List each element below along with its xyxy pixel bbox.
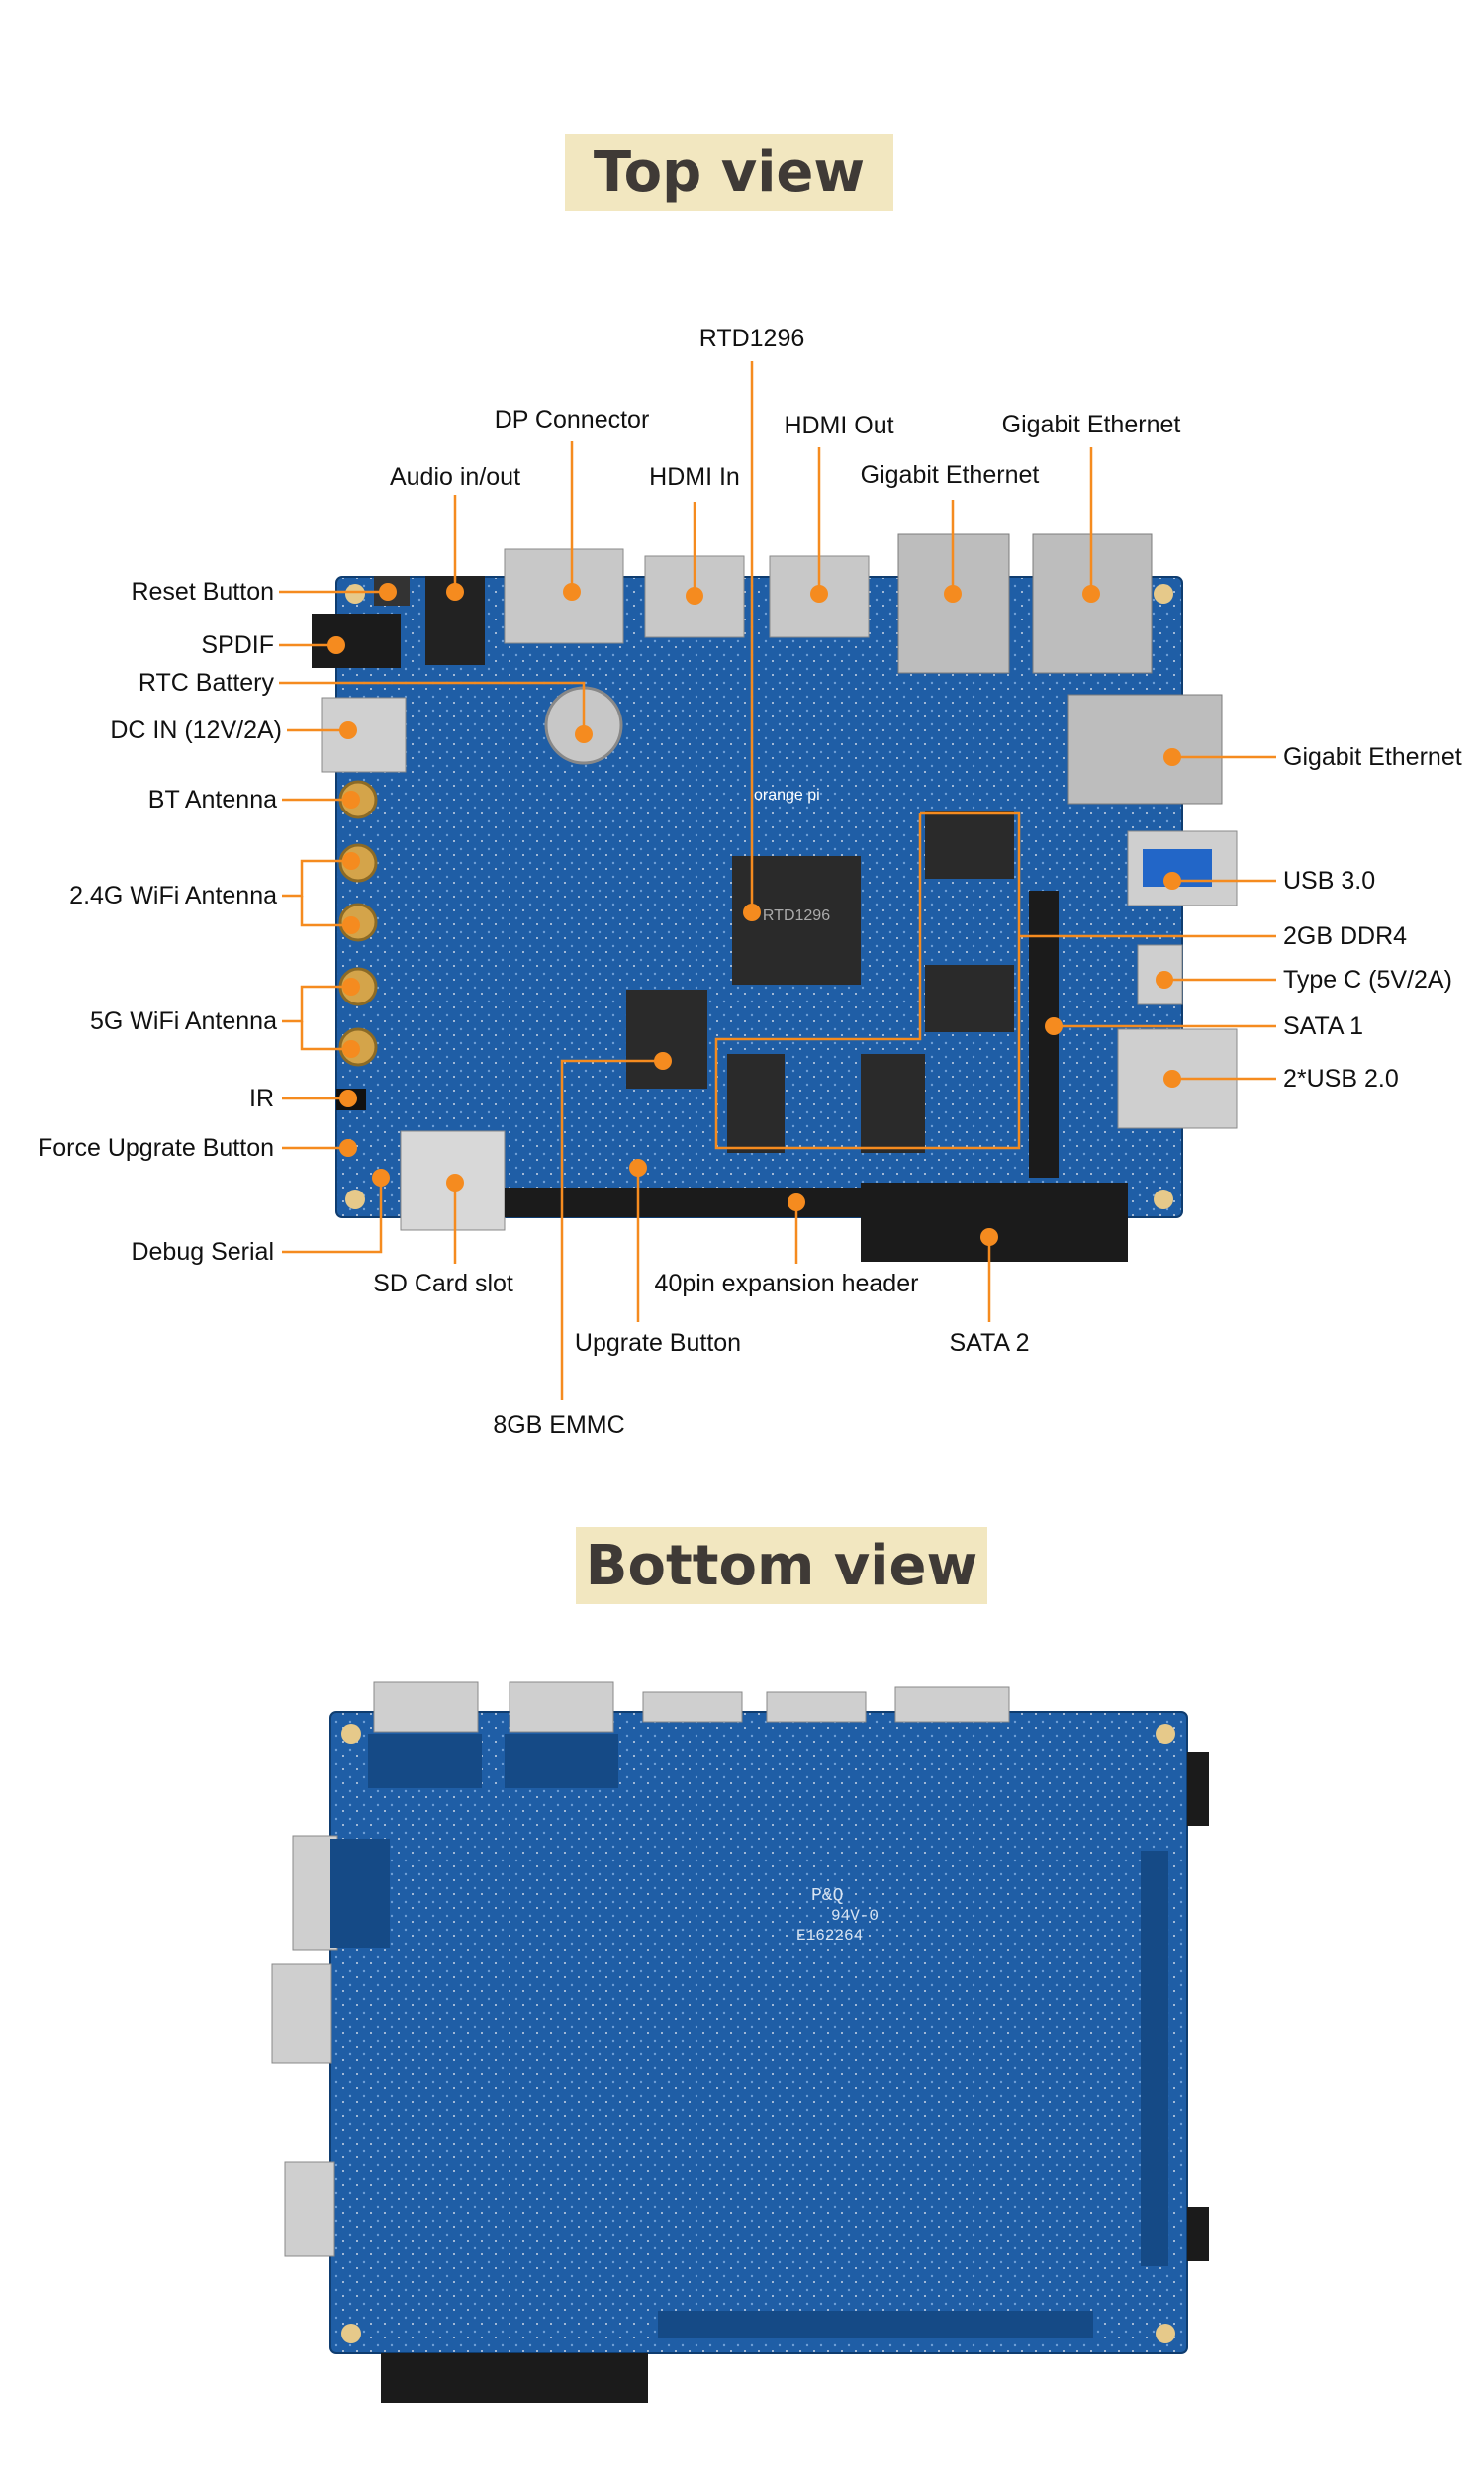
bottom-mark-2: 94V-0 — [831, 1907, 879, 1925]
label-rtc-battery: RTC Battery — [139, 669, 275, 697]
board-logo: orange pi — [754, 787, 820, 804]
bottom-mark-3: E162264 — [796, 1927, 863, 1945]
label-spdif: SPDIF — [201, 631, 274, 659]
label-upgrade-button: Upgrate Button — [575, 1329, 741, 1357]
bottom-mark-1: P&Q — [811, 1886, 843, 1906]
label-emmc: 8GB EMMC — [493, 1411, 624, 1439]
ddr4-chips — [727, 811, 1014, 1153]
bottom-view-title: Bottom view — [576, 1527, 987, 1604]
label-usb30: USB 3.0 — [1283, 867, 1375, 895]
label-bt-antenna: BT Antenna — [148, 786, 277, 813]
callouts: RTD1296 DP Connector HDMI Out Gigabit Et… — [38, 325, 1462, 1439]
label-audio: Audio in/out — [390, 463, 520, 491]
label-usb20: 2*USB 2.0 — [1283, 1065, 1399, 1093]
label-sd-card: SD Card slot — [373, 1270, 513, 1297]
label-sata2: SATA 2 — [949, 1329, 1029, 1357]
label-reset-button: Reset Button — [131, 578, 274, 606]
label-gigabit-ethernet-3: Gigabit Ethernet — [1283, 743, 1462, 771]
dp-connector-shape — [504, 548, 624, 644]
ethernet-3-shape — [1067, 694, 1223, 805]
sata2-connector-shape — [861, 1183, 1128, 1262]
label-hdmi-in: HDMI In — [649, 463, 740, 491]
top-view-title: Top view — [565, 134, 893, 211]
spdif-shape — [312, 614, 401, 668]
label-dp-connector: DP Connector — [495, 406, 650, 433]
label-dc-in: DC IN (12V/2A) — [110, 716, 282, 744]
label-sata1: SATA 1 — [1283, 1012, 1363, 1040]
label-wifi24-antenna: 2.4G WiFi Antenna — [69, 882, 277, 909]
emmc-chip — [626, 990, 707, 1089]
label-wifi5-antenna: 5G WiFi Antenna — [90, 1007, 277, 1035]
top-board: RTD1296 orange pi — [312, 533, 1238, 1262]
gpio-header-shape — [505, 1188, 871, 1217]
label-force-upgrade: Force Upgrate Button — [38, 1134, 274, 1162]
soc-chip-label: RTD1296 — [763, 907, 830, 924]
label-header40: 40pin expansion header — [655, 1270, 919, 1297]
dc-in-shape — [321, 697, 407, 773]
label-ddr4: 2GB DDR4 — [1283, 922, 1407, 950]
usb30-shape — [1127, 830, 1238, 906]
label-gigabit-ethernet-2: Gigabit Ethernet — [861, 461, 1040, 489]
label-gigabit-ethernet-1: Gigabit Ethernet — [1002, 411, 1181, 438]
label-typec: Type C (5V/2A) — [1283, 966, 1452, 994]
label-hdmi-out: HDMI Out — [784, 412, 893, 439]
bottom-board: P&Q 94V-0 E162264 — [271, 1681, 1209, 2403]
label-debug-serial: Debug Serial — [131, 1238, 274, 1266]
label-ir: IR — [249, 1085, 274, 1112]
label-rtd1296: RTD1296 — [699, 325, 805, 352]
